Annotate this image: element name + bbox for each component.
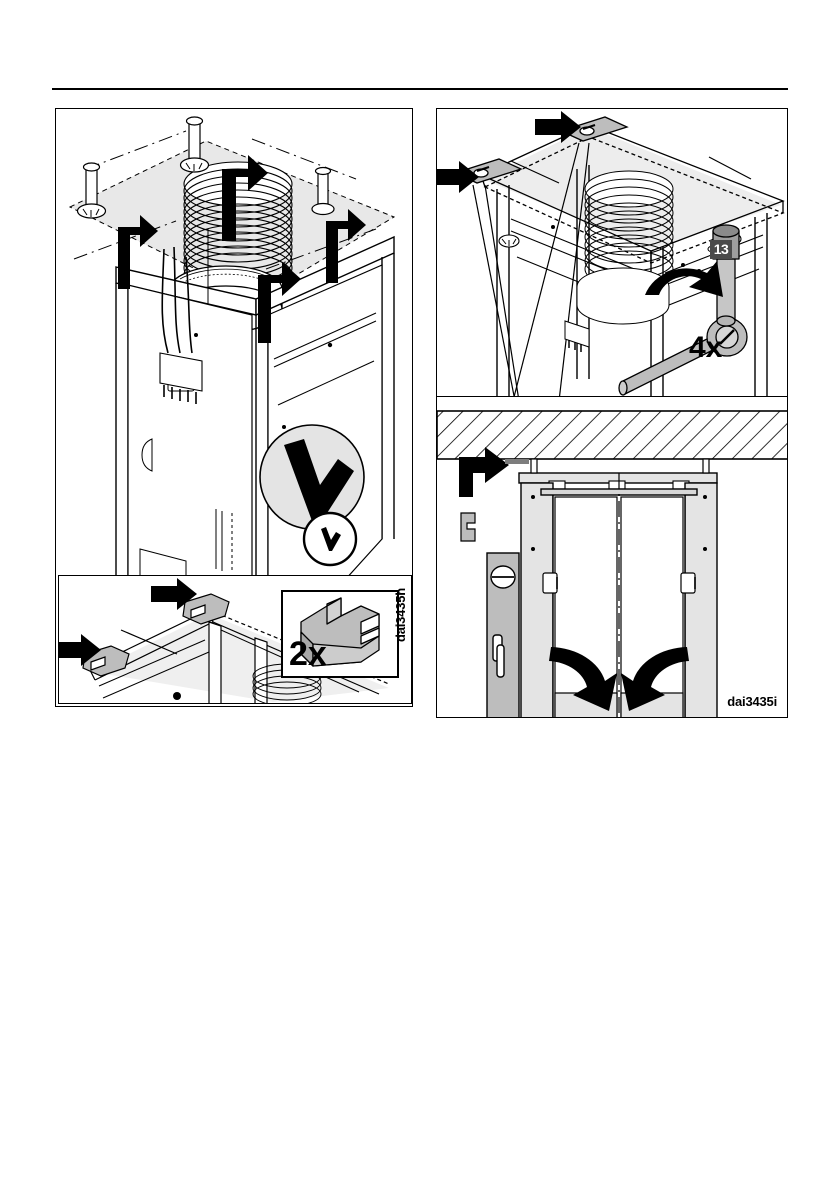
inset-panel-part-detail: 2x <box>281 590 399 678</box>
detail-magnifier-callout <box>259 424 365 567</box>
clip-upper <box>182 593 230 625</box>
inset-panel-clips: 2x <box>58 575 412 704</box>
right-top-panel-illustration <box>437 111 785 399</box>
quantity-label-clips: 2x <box>289 635 327 673</box>
screw-group <box>76 116 335 219</box>
spirit-level-tool <box>486 552 520 717</box>
insert-arrows <box>118 155 366 343</box>
alignment-arrows <box>549 647 689 711</box>
socket-size-badge: 13 <box>710 240 732 259</box>
inset-clips-illustration <box>59 578 390 703</box>
figure-panel-left: 2x dai3435h <box>55 108 413 707</box>
figure-caption-right: dai3435i <box>727 694 777 709</box>
clip-part-illustration <box>300 597 380 667</box>
insert-arrow <box>459 447 509 497</box>
quantity-label-nuts: 4x <box>689 331 723 364</box>
plate-push-arrows <box>437 111 581 193</box>
figure-panel-right-bottom: dai3435i <box>436 396 788 718</box>
rotation-arrow <box>645 261 723 297</box>
header-rule <box>52 88 788 90</box>
figure-panel-right-top: 4x 13 <box>436 108 788 400</box>
clip-symbol <box>460 512 476 542</box>
figure-caption-left: dai3435h <box>393 588 408 643</box>
push-arrows <box>59 578 197 666</box>
right-bottom-panel-illustration <box>437 410 787 717</box>
